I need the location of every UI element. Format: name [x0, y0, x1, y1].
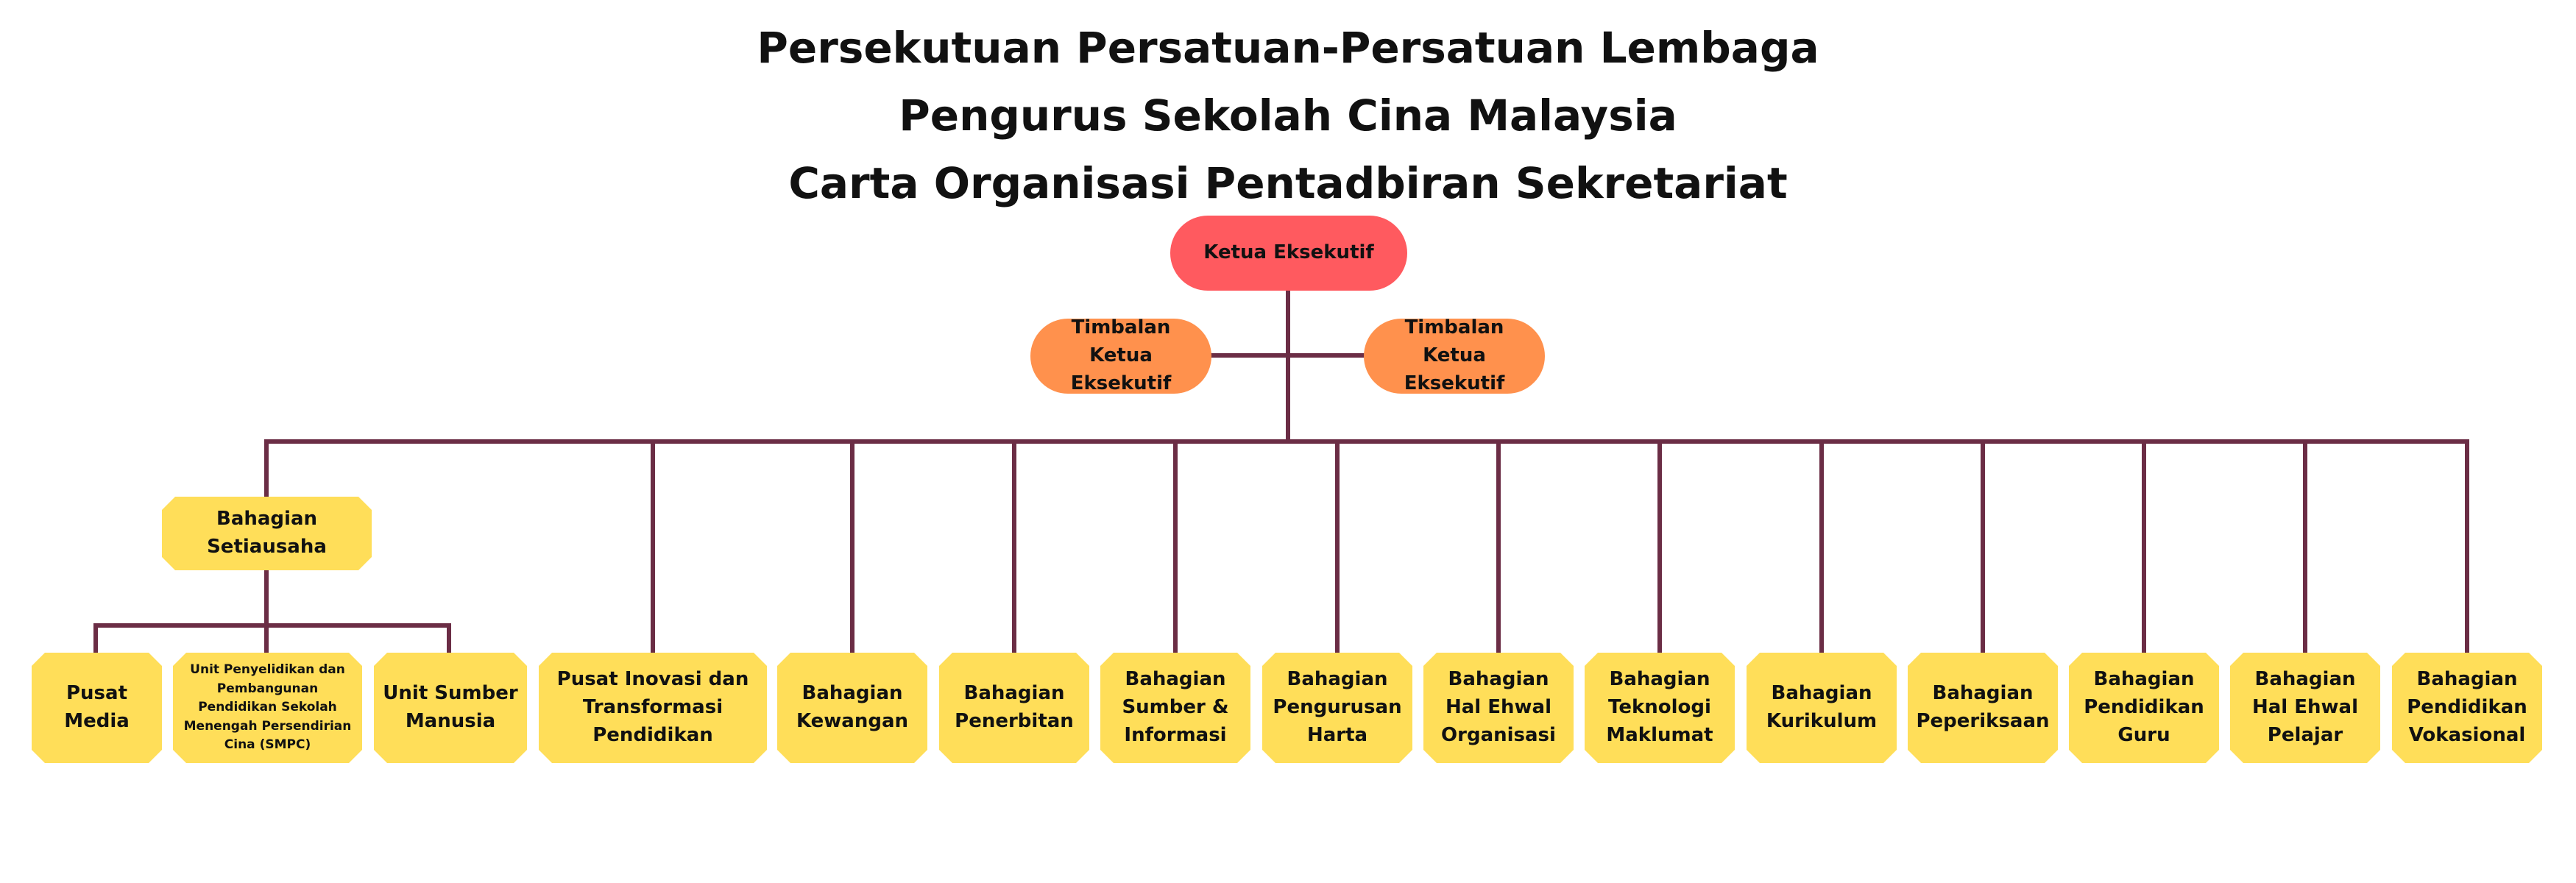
node-timbalan-ketua-left: Timbalan Ketua Eksekutif: [1030, 316, 1211, 394]
node-ketua-eksekutif: Ketua Eksekutif: [1170, 216, 1407, 291]
node-division-12: Bahagian Pendidikan Vokasional: [2392, 653, 2542, 763]
node-bahagian-setiausaha: Bahagian Setiausaha: [162, 497, 372, 570]
title-line-1: Persekutuan Persatuan-Persatuan Lembaga: [757, 23, 1819, 73]
node-division-9: Bahagian Peperiksaan: [1908, 653, 2058, 763]
node-division-2: Bahagian Kewangan: [777, 653, 927, 763]
node-unit-sumber-manusia: Unit Sumber Manusia: [374, 653, 527, 763]
title-line-2: Pengurus Sekolah Cina Malaysia: [899, 91, 1677, 141]
node-division-8: Bahagian Kurikulum: [1747, 653, 1897, 763]
node-division-1: Pusat Inovasi dan Transformasi Pendidika…: [539, 653, 767, 763]
node-division-3: Bahagian Penerbitan: [939, 653, 1089, 763]
node-division-4: Bahagian Sumber & Informasi: [1100, 653, 1250, 763]
node-unit-penyelidikan-smpc: Unit Penyelidikan dan Pembangunan Pendid…: [173, 653, 362, 763]
node-division-7: Bahagian Teknologi Maklumat: [1585, 653, 1735, 763]
node-division-11: Bahagian Hal Ehwal Pelajar: [2230, 653, 2380, 763]
node-division-6: Bahagian Hal Ehwal Organisasi: [1423, 653, 1574, 763]
node-pusat-media: Pusat Media: [32, 653, 162, 763]
node-division-5: Bahagian Pengurusan Harta: [1262, 653, 1412, 763]
title-line-3: Carta Organisasi Pentadbiran Sekretariat: [788, 158, 1788, 208]
node-timbalan-ketua-right: Timbalan Ketua Eksekutif: [1364, 316, 1545, 394]
node-division-10: Bahagian Pendidikan Guru: [2069, 653, 2219, 763]
